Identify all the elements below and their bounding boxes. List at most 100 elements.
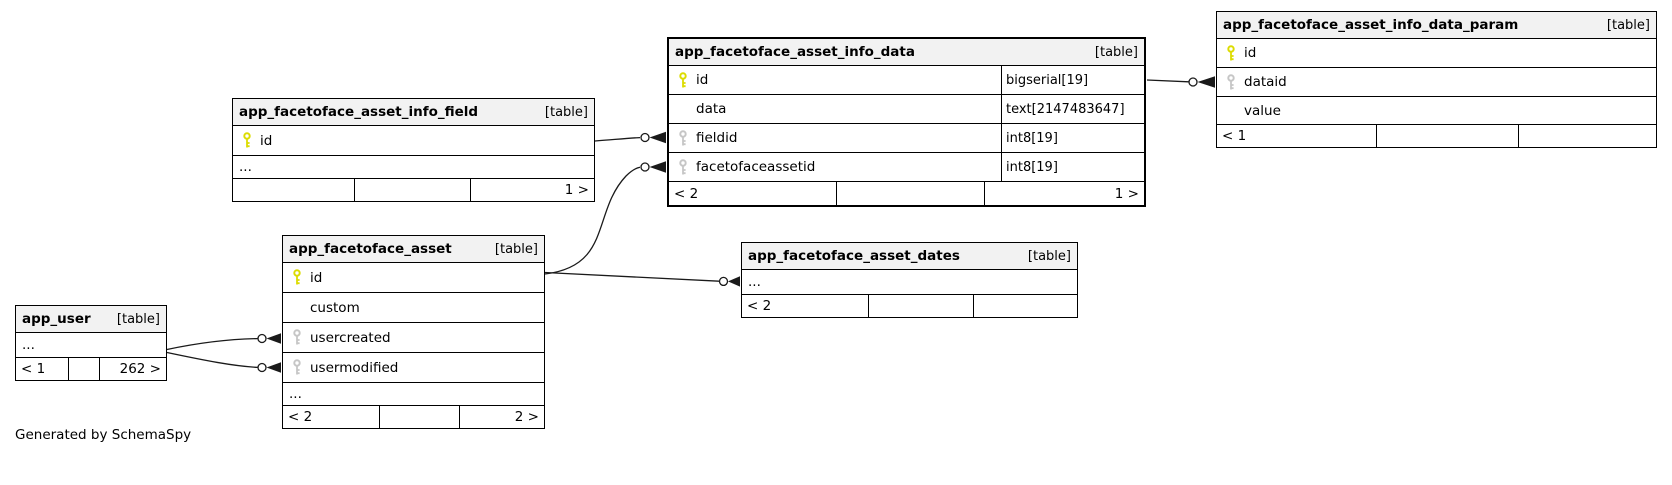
crow-foot-icon: [649, 131, 666, 144]
generated-by-note: Generated by SchemaSpy: [15, 427, 192, 443]
table-header[interactable]: app_user [table]: [16, 306, 166, 333]
column-name: value: [1244, 102, 1281, 119]
table-header[interactable]: app_facetoface_asset_dates [table]: [742, 243, 1077, 270]
edge-user-to-asset-usercreated: [166, 333, 281, 351]
table-header[interactable]: app_facetoface_asset [table]: [283, 236, 544, 263]
degree-cell: 262 >: [99, 358, 166, 380]
column-type: text[2147483647]: [1001, 95, 1144, 123]
table-tag: [table]: [116, 311, 160, 327]
column-name: id: [696, 72, 709, 88]
table-tag: [table]: [1606, 17, 1650, 33]
foreign-key-icon: [679, 129, 687, 145]
table-node-app-facetoface-asset-dates[interactable]: app_facetoface_asset_dates [table] ... <…: [741, 242, 1078, 318]
crow-foot-icon: [649, 161, 666, 173]
degree-cell: < 2: [674, 185, 699, 202]
zero-circle-icon: [1188, 77, 1198, 87]
table-tag: [table]: [494, 241, 538, 257]
more-columns-row: ...: [283, 383, 544, 406]
column-row: custom: [283, 293, 544, 323]
table-footer: < 2: [742, 295, 1077, 317]
table-title: app_facetoface_asset: [289, 241, 452, 257]
column-row: usermodified: [283, 353, 544, 383]
more-columns-row: ...: [742, 270, 1077, 295]
table-title: app_user: [22, 311, 91, 327]
degree-cell: [836, 182, 984, 205]
table-tag: [table]: [544, 104, 588, 120]
column-name: dataid: [1244, 74, 1287, 90]
crow-foot-icon: [1197, 76, 1215, 88]
degree-cell: 1 >: [470, 179, 594, 201]
degree-cell: [233, 179, 354, 201]
crow-foot-icon: [266, 362, 281, 373]
degree-cell: 2 >: [459, 406, 544, 428]
degree-cell: [868, 295, 973, 317]
table-footer: < 1 262 >: [16, 358, 166, 380]
foreign-key-icon: [293, 329, 301, 345]
table-node-app-user[interactable]: app_user [table] ... < 1 262 >: [15, 305, 167, 381]
edge-user-to-asset-usermodified: [166, 351, 281, 373]
column-row: value: [1217, 97, 1656, 125]
degree-cell: [68, 358, 99, 380]
table-header[interactable]: app_facetoface_asset_info_data_param [ta…: [1217, 12, 1656, 39]
zero-circle-icon: [257, 362, 267, 373]
column-type: int8[19]: [1001, 153, 1144, 181]
primary-key-icon: [679, 71, 687, 87]
table-node-app-facetoface-asset-info-field[interactable]: app_facetoface_asset_info_field [table] …: [232, 98, 595, 202]
table-title: app_facetoface_asset_info_data_param: [1223, 17, 1519, 33]
column-row: id: [233, 126, 594, 156]
more-columns-row: ...: [233, 156, 594, 179]
column-name: id: [310, 269, 323, 286]
foreign-key-icon: [679, 158, 687, 174]
degree-cell: [973, 295, 1077, 317]
column-row: fieldid int8[19]: [669, 124, 1144, 153]
zero-circle-icon: [718, 276, 729, 287]
edge-asset-to-dates: [544, 271, 740, 287]
degree-cell: < 2: [747, 298, 772, 314]
foreign-key-icon: [293, 359, 301, 375]
edge-info-field-to-info-data-fieldid: [594, 131, 666, 144]
column-name: id: [1244, 45, 1257, 61]
table-node-app-facetoface-asset-info-data-param[interactable]: app_facetoface_asset_info_data_param [ta…: [1216, 11, 1657, 148]
degree-cell: [379, 406, 459, 428]
column-row: id: [1217, 39, 1656, 68]
degree-cell: < 1: [1222, 128, 1247, 144]
column-row: facetofaceassetid int8[19]: [669, 153, 1144, 182]
table-footer: 1 >: [233, 179, 594, 201]
column-name: id: [260, 132, 273, 149]
crow-foot-icon: [266, 333, 281, 344]
column-name: custom: [310, 299, 360, 316]
column-name: data: [696, 101, 727, 117]
table-footer: < 1: [1217, 125, 1656, 147]
zero-circle-icon: [257, 333, 267, 344]
degree-cell: < 1: [21, 361, 46, 377]
column-type: bigserial[19]: [1001, 66, 1144, 94]
degree-cell: < 2: [288, 409, 313, 425]
table-node-app-facetoface-asset-info-data[interactable]: app_facetoface_asset_info_data [table] i…: [667, 37, 1146, 207]
table-tag: [table]: [1094, 44, 1138, 60]
column-name: usermodified: [310, 359, 399, 376]
degree-cell: [354, 179, 470, 201]
foreign-key-icon: [1227, 73, 1235, 89]
column-row: id: [283, 263, 544, 293]
degree-cell: [1376, 125, 1518, 147]
column-row: id bigserial[19]: [669, 66, 1144, 95]
zero-circle-icon: [640, 162, 650, 172]
degree-cell: 1 >: [984, 182, 1144, 205]
column-row: dataid: [1217, 68, 1656, 97]
column-name: fieldid: [696, 130, 738, 146]
crow-foot-icon: [728, 276, 740, 287]
column-name: usercreated: [310, 329, 391, 346]
table-title: app_facetoface_asset_dates: [748, 248, 960, 264]
table-title: app_facetoface_asset_info_data: [675, 44, 915, 60]
column-row: usercreated: [283, 323, 544, 353]
table-header[interactable]: app_facetoface_asset_info_data [table]: [669, 39, 1144, 66]
zero-circle-icon: [640, 132, 650, 143]
table-footer: < 2 1 >: [669, 182, 1144, 205]
table-node-app-facetoface-asset[interactable]: app_facetoface_asset [table] id custom u…: [282, 235, 545, 429]
edge-info-data-to-param-dataid: [1146, 76, 1215, 88]
column-type: int8[19]: [1001, 124, 1144, 152]
table-header[interactable]: app_facetoface_asset_info_field [table]: [233, 99, 594, 126]
column-name: facetofaceassetid: [696, 159, 816, 175]
primary-key-icon: [293, 269, 301, 285]
